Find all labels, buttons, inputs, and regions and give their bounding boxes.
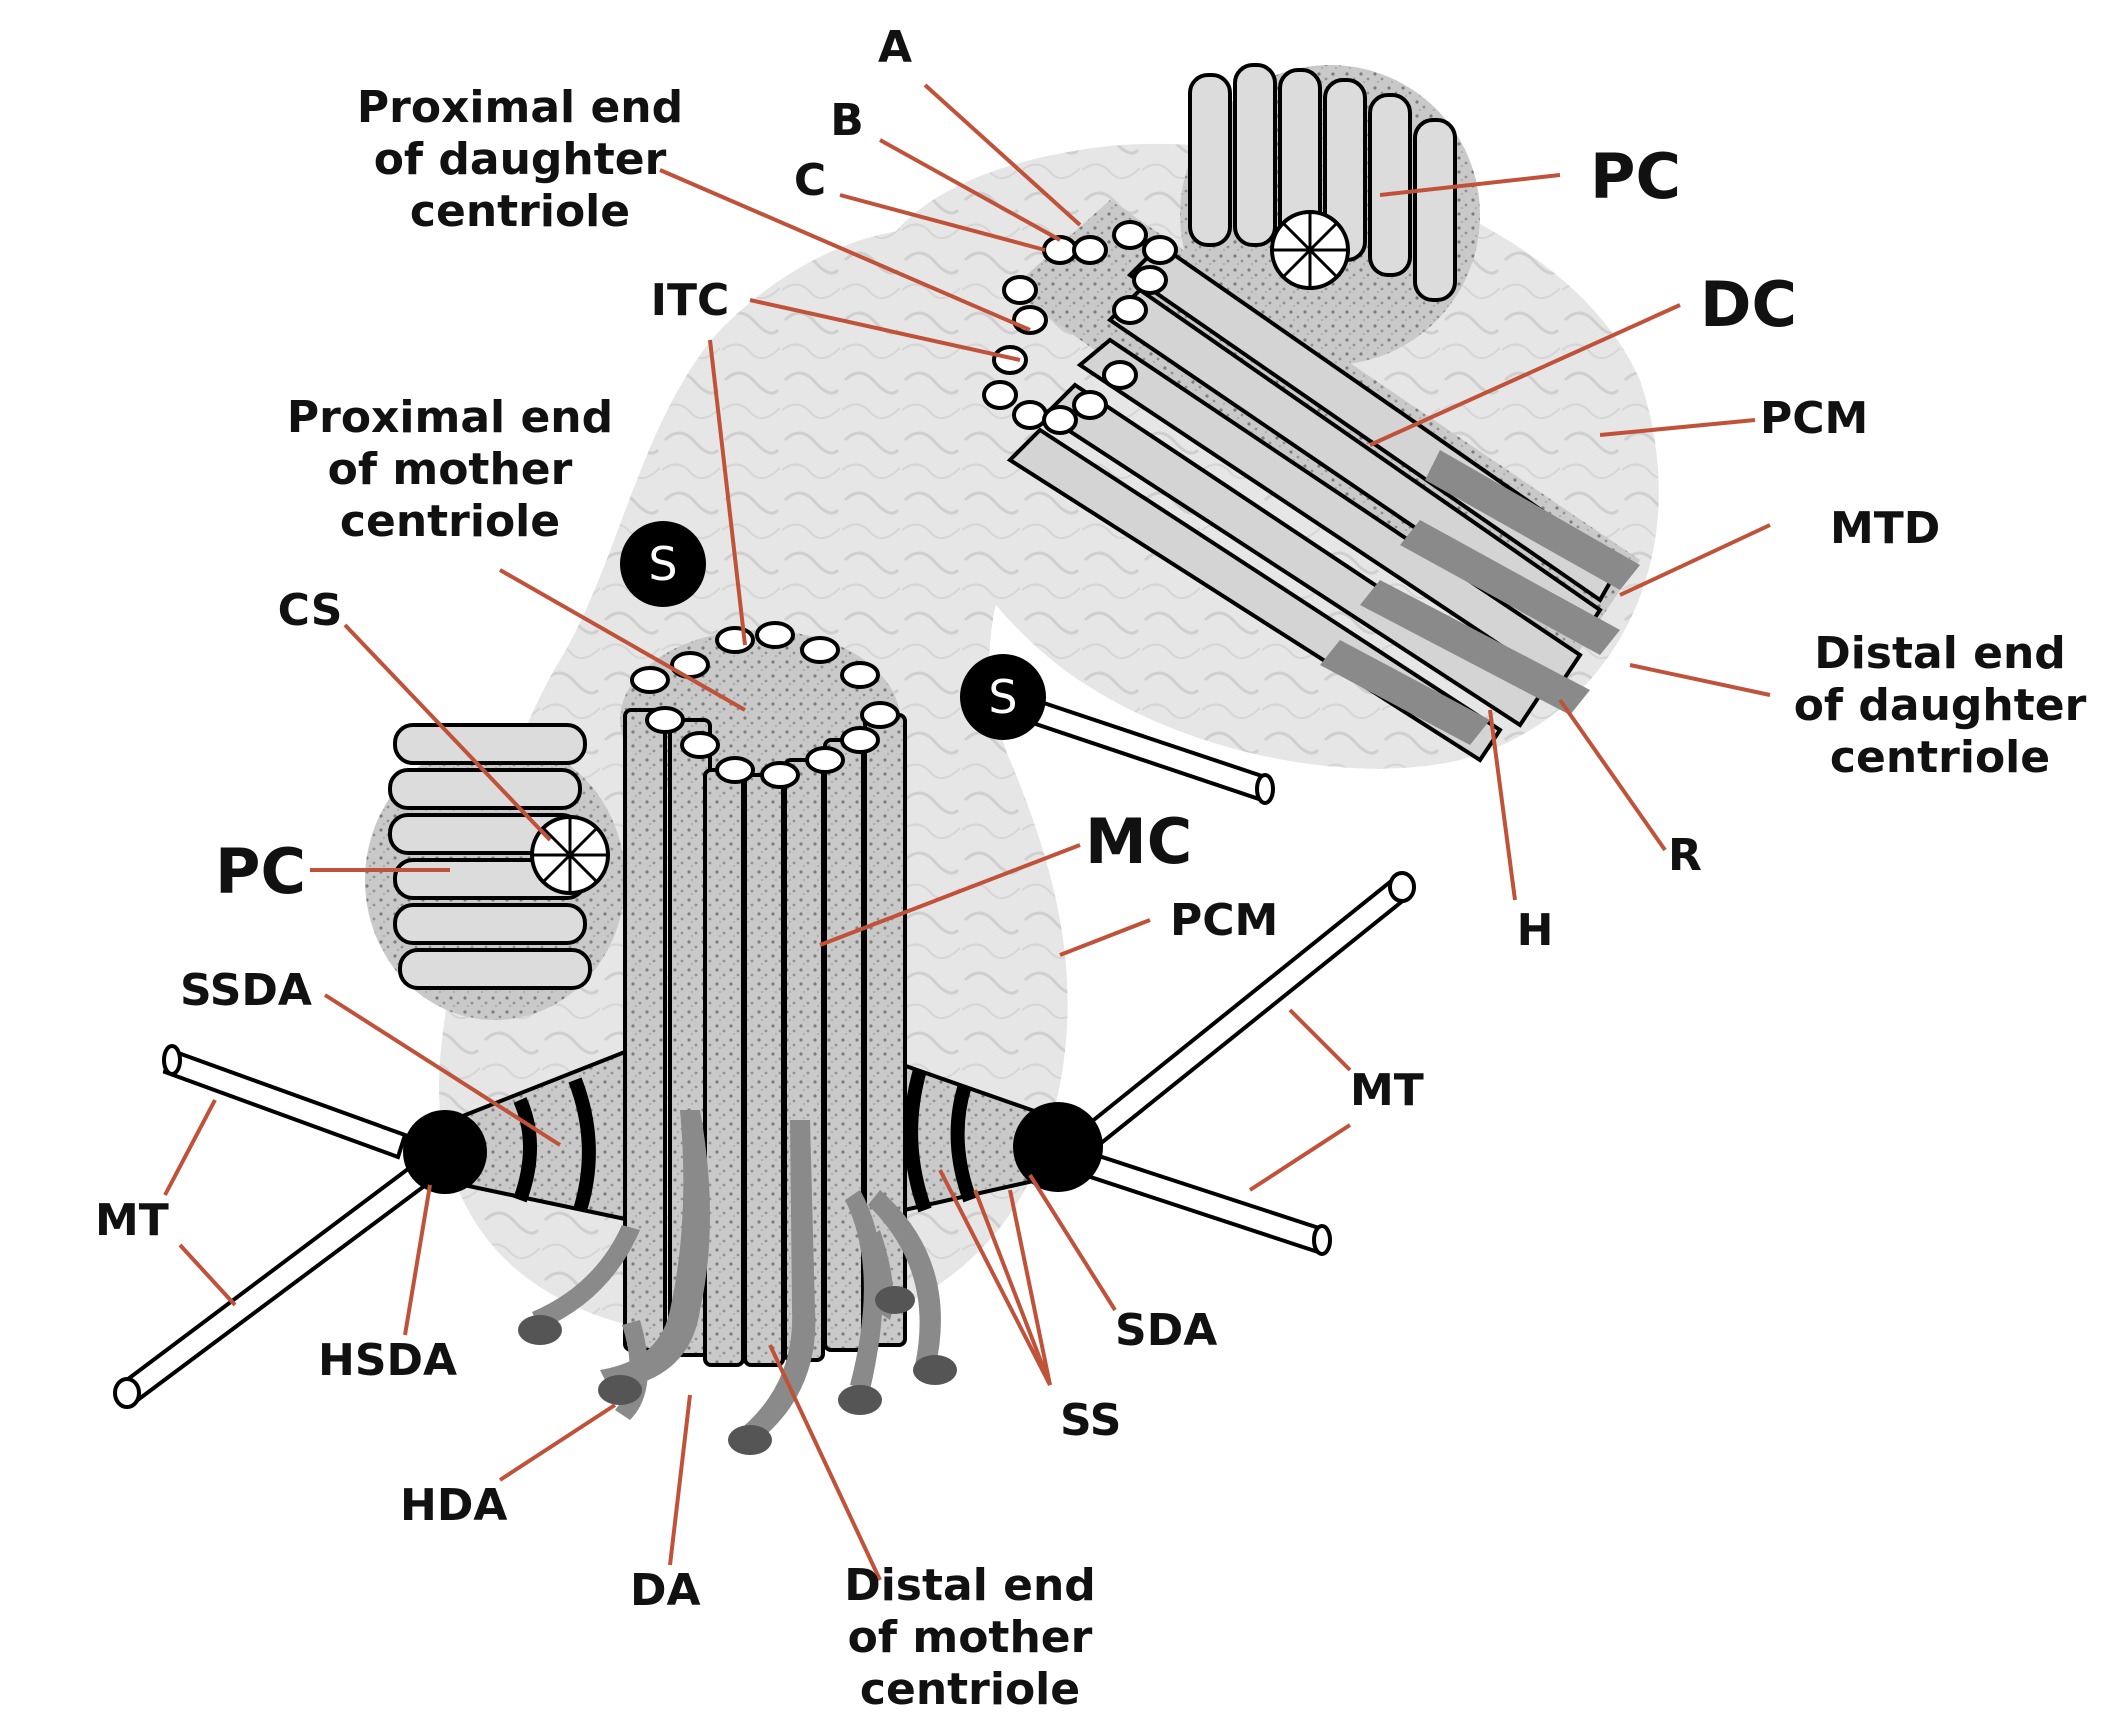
label-pcm-top: PCM bbox=[1760, 393, 1869, 444]
label-mt-left: MT bbox=[95, 1195, 169, 1246]
label-ss: SS bbox=[1060, 1395, 1122, 1446]
procentriole-top bbox=[1180, 63, 1480, 365]
label-itc: ITC bbox=[650, 275, 730, 326]
label-h: H bbox=[1516, 905, 1554, 956]
label-dc: DC bbox=[1700, 268, 1797, 341]
label-distal-end-daughter-line3: centriole bbox=[1829, 731, 2051, 783]
label-proximal-end-daughter-line1: Proximal end bbox=[356, 82, 684, 133]
procentriole-left bbox=[365, 723, 625, 1020]
label-ssda: SSDA bbox=[180, 965, 312, 1016]
label-pcm-mid: PCM bbox=[1170, 895, 1279, 946]
label-proximal-end-daughter-line2: of daughter bbox=[373, 133, 667, 185]
label-mt-right: MT bbox=[1350, 1065, 1424, 1116]
label-proximal-end-daughter: Proximal end of daughter centriole bbox=[340, 82, 700, 238]
label-distal-end-mother-line2: of mother bbox=[847, 1611, 1093, 1663]
label-cs: CS bbox=[277, 585, 343, 636]
label-pc-top: PC bbox=[1590, 140, 1681, 213]
label-distal-end-mother: Distal end of mother centriole bbox=[820, 1560, 1120, 1716]
label-distal-end-daughter-line1: Distal end bbox=[1814, 628, 2066, 679]
label-hda: HDA bbox=[400, 1480, 508, 1531]
daughter-centriole bbox=[982, 200, 1640, 763]
label-a: A bbox=[877, 22, 913, 73]
s-badge-top: S bbox=[620, 521, 706, 607]
label-r: R bbox=[1668, 830, 1702, 881]
subdistal-appendages bbox=[403, 1047, 1103, 1223]
label-proximal-end-mother-line3: centriole bbox=[339, 495, 561, 547]
mother-centriole bbox=[518, 621, 957, 1455]
label-hsda: HSDA bbox=[318, 1335, 458, 1386]
label-distal-end-daughter: Distal end of daughter centriole bbox=[1790, 628, 2090, 784]
label-distal-end-daughter-line2: of daughter bbox=[1793, 679, 2087, 731]
s-badge-top-text: S bbox=[648, 537, 678, 591]
label-mc: MC bbox=[1085, 805, 1193, 878]
label-proximal-end-mother: Proximal end of mother centriole bbox=[270, 392, 630, 548]
leader-lines bbox=[163, 83, 1771, 1581]
label-mtd: MTD bbox=[1830, 503, 1941, 554]
label-proximal-end-daughter-line3: centriole bbox=[409, 185, 631, 237]
label-distal-end-mother-line1: Distal end bbox=[844, 1560, 1096, 1611]
microtubules bbox=[113, 687, 1416, 1409]
label-proximal-end-mother-line2: of mother bbox=[327, 443, 573, 495]
label-b: B bbox=[830, 95, 864, 146]
s-badge-right-text: S bbox=[988, 670, 1018, 724]
label-c: C bbox=[793, 155, 827, 206]
label-da: DA bbox=[630, 1565, 701, 1616]
s-badge-right: S bbox=[960, 654, 1046, 740]
label-pc-left: PC bbox=[215, 835, 306, 908]
label-distal-end-mother-line3: centriole bbox=[859, 1663, 1081, 1715]
label-sda: SDA bbox=[1115, 1305, 1218, 1356]
label-proximal-end-mother-line1: Proximal end bbox=[286, 392, 614, 443]
